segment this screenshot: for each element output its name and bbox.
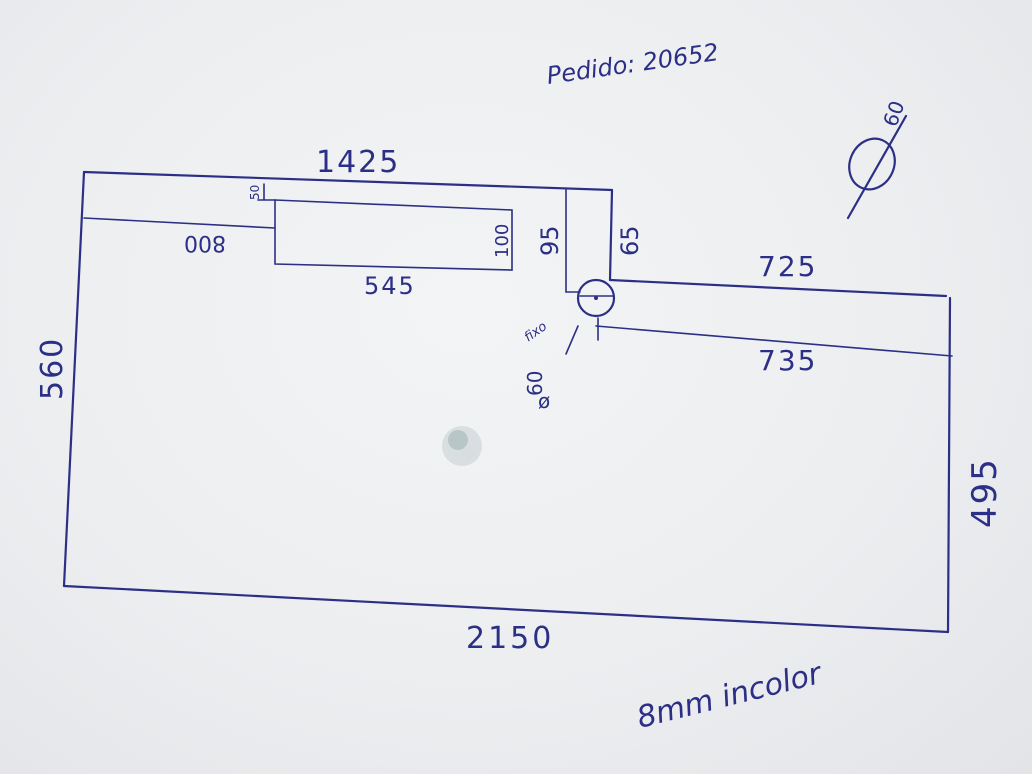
dim-735: 735 bbox=[758, 344, 817, 377]
dim-495: 495 bbox=[965, 457, 1005, 528]
hole-leader bbox=[565, 325, 579, 355]
outer-top-edge bbox=[82, 170, 614, 192]
outer-bottom-edge bbox=[62, 584, 950, 634]
dim-1425: 1425 bbox=[316, 145, 400, 180]
dim-800: 800 bbox=[184, 230, 226, 255]
dim-100: 100 bbox=[492, 224, 513, 258]
outer-right-step bbox=[608, 278, 948, 298]
hole-diameter-symbol: ø bbox=[538, 389, 550, 413]
hole-circle bbox=[576, 278, 616, 318]
dim-560: 560 bbox=[35, 337, 70, 400]
order-label: Pedido: 20652 bbox=[545, 38, 720, 90]
corner-diameter-symbol bbox=[846, 114, 908, 220]
offset-50-tick bbox=[257, 183, 276, 201]
paper-stain bbox=[442, 426, 482, 466]
outer-right-edge bbox=[946, 296, 952, 634]
guide-95 bbox=[565, 189, 581, 293]
dim-545: 545 bbox=[364, 272, 416, 300]
inner-guide-800 bbox=[83, 217, 276, 229]
notch-right-edge bbox=[608, 188, 614, 282]
footer-material-note: 8mm incolor bbox=[633, 656, 826, 736]
corner-diameter-60: 60 bbox=[878, 98, 909, 130]
hole-cross bbox=[579, 295, 615, 341]
dim-725: 725 bbox=[758, 250, 817, 283]
hole-diameter-label: 60 bbox=[523, 371, 547, 396]
outer-left-edge bbox=[62, 170, 86, 588]
hole-center-dot bbox=[594, 296, 598, 300]
hole-fixo-label: fixo bbox=[522, 319, 550, 345]
dim-2150: 2150 bbox=[466, 621, 554, 656]
dim-50: 50 bbox=[248, 185, 262, 200]
dim-95: 95 bbox=[536, 225, 564, 256]
dim-65: 65 bbox=[616, 225, 644, 256]
slot-rect bbox=[274, 199, 513, 271]
guide-735 bbox=[595, 325, 953, 357]
